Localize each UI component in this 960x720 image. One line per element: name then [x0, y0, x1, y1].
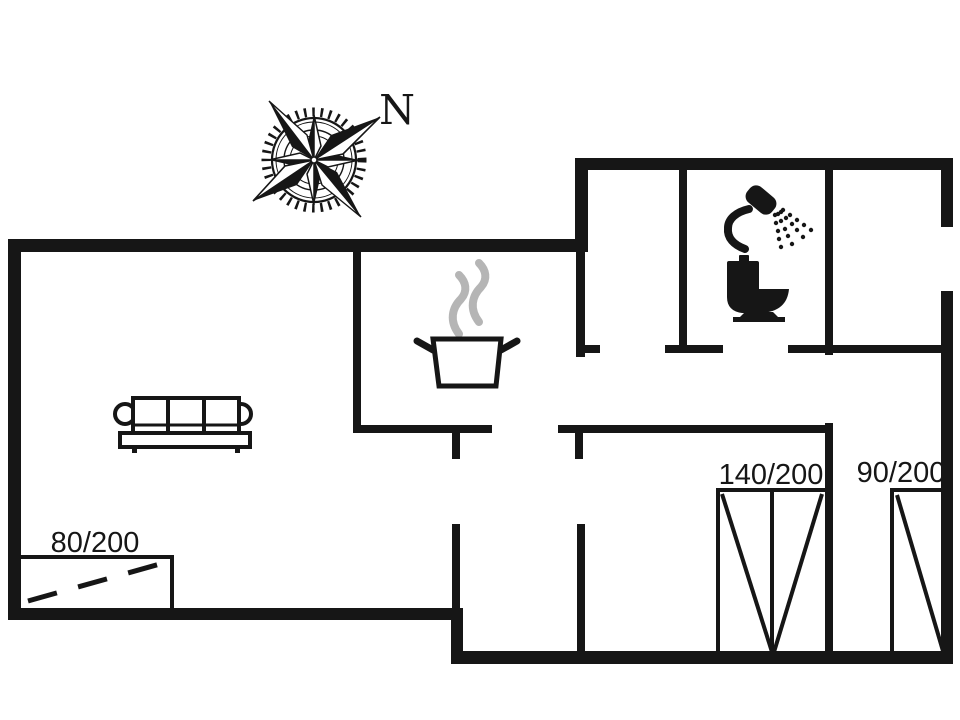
wall-stub-hall-a: [452, 425, 460, 459]
wall-kitchen-east: [576, 252, 585, 357]
pot-handle-right: [497, 337, 521, 354]
pot-handle-left: [413, 337, 437, 354]
bed-bunk-outline: [10, 555, 174, 614]
compass-rose-icon: [252, 100, 381, 218]
bed-single: 90/200: [857, 457, 947, 658]
bed-bunk: 80/200: [10, 527, 174, 614]
wall-kitchen-left: [353, 243, 361, 433]
right-wall-window-gap: [941, 227, 953, 291]
bed-double: 140/200: [716, 459, 829, 658]
wall-corridor-north-b: [665, 345, 723, 353]
wall-corridor-south: [558, 425, 831, 433]
sofa-icon: [113, 396, 253, 453]
walls: [8, 158, 953, 664]
wall-top-left: [8, 239, 588, 252]
toilet-icon: [727, 255, 789, 322]
wall-bath-divider: [679, 166, 687, 353]
wall-stub-hall-b: [575, 425, 583, 459]
bed-bunk-label: 80/200: [51, 527, 140, 559]
north-label: N: [379, 86, 415, 134]
wall-connector: [575, 158, 588, 252]
wall-hall-west: [452, 524, 460, 612]
bed-single-label: 90/200: [857, 457, 946, 489]
wall-corridor-north-c: [788, 345, 948, 353]
wall-top-right: [575, 158, 953, 170]
steam: [448, 259, 490, 338]
wall-bath-right: [825, 166, 833, 355]
wall-step: [451, 608, 463, 658]
wall-hall-east: [577, 524, 585, 655]
shower-icon: [723, 185, 814, 253]
wall-bottom-right: [451, 651, 953, 664]
bed-double-label: 140/200: [719, 459, 824, 491]
shower-spray: [772, 207, 814, 250]
bed-single-outline: [890, 488, 947, 658]
wall-left: [8, 239, 21, 620]
wall-kitchen-south: [353, 425, 492, 433]
wall-corridor-north-a: [576, 345, 600, 353]
pot-body: [430, 336, 504, 389]
wall-right-upper: [941, 158, 953, 227]
pot-steam-icon: [413, 259, 521, 389]
